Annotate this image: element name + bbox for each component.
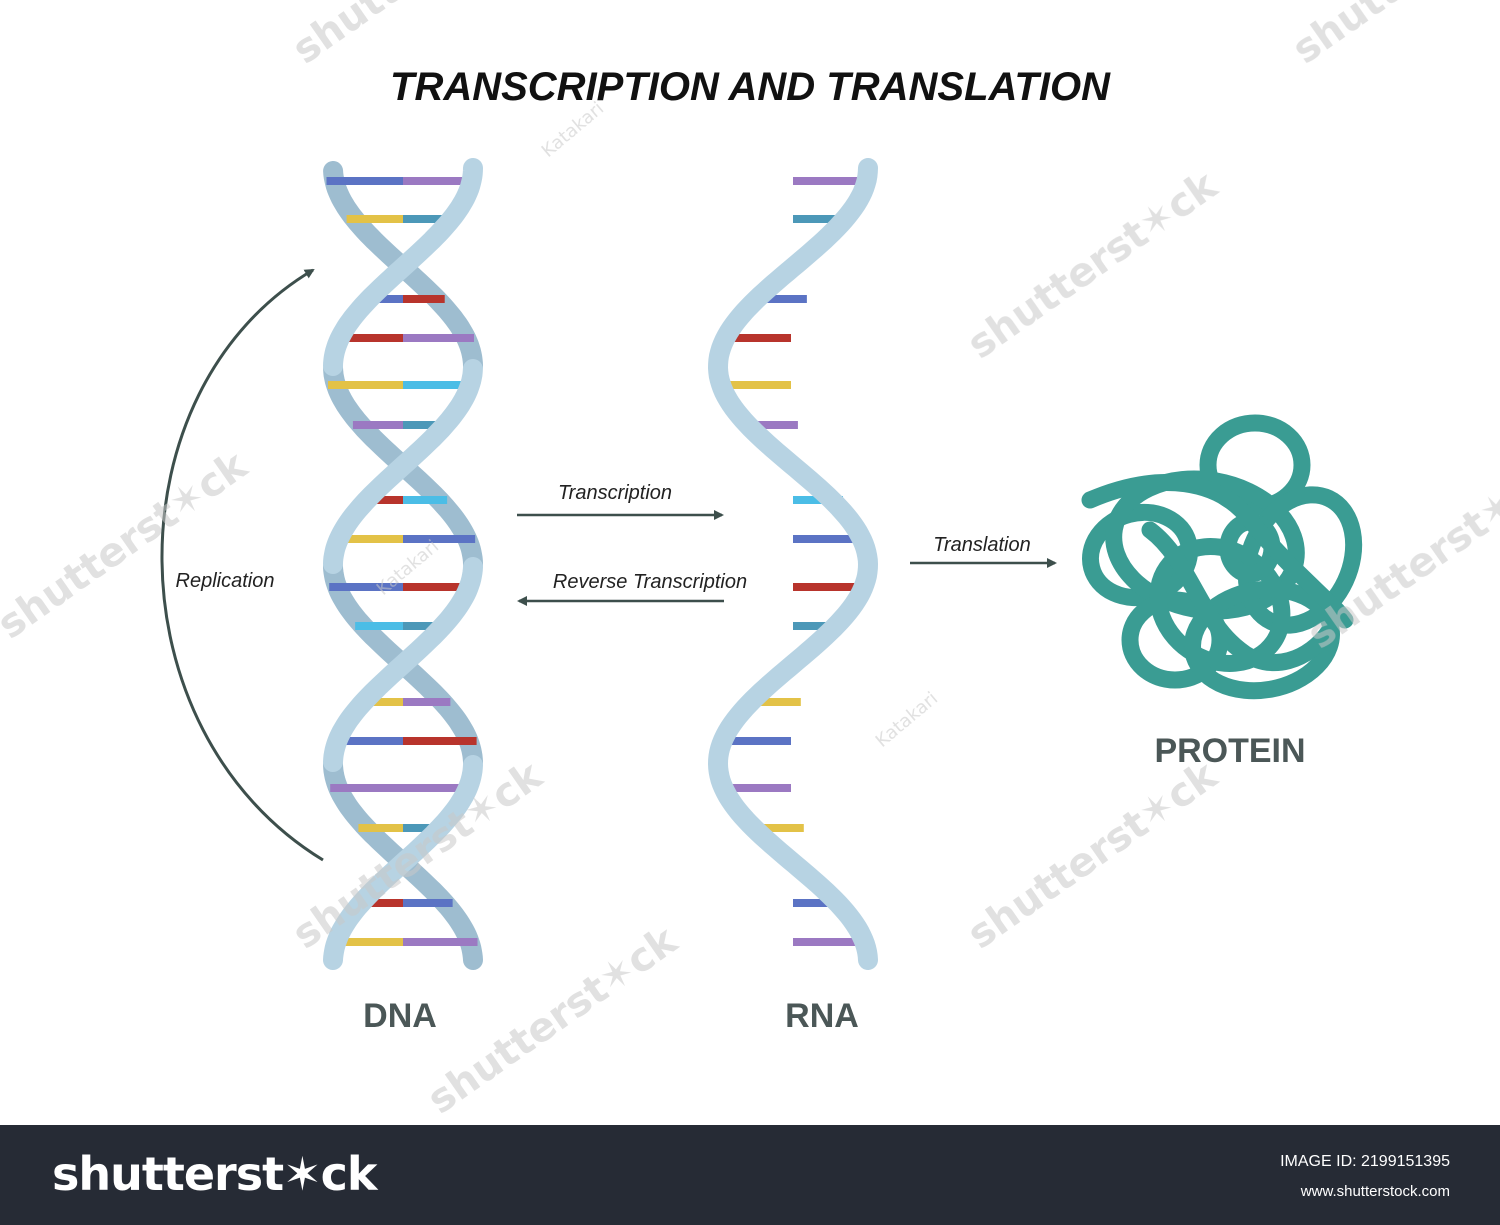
- rna-label: RNA: [785, 997, 859, 1035]
- rna-base: [750, 698, 801, 706]
- dna-base-right: [403, 421, 454, 429]
- dna-base-left: [353, 899, 403, 907]
- dna-base-right: [403, 295, 445, 303]
- watermark-brand: shutterst✶ck: [1299, 452, 1500, 658]
- diagram-canvas: TRANSCRIPTION AND TRANSLATION Replicatio…: [0, 0, 1500, 1123]
- rna-backbone-strand: [707, 158, 879, 970]
- dna-base-right: [403, 698, 451, 706]
- rna-bases: [721, 177, 867, 946]
- diagram-title: TRANSCRIPTION AND TRANSLATION: [390, 65, 1111, 109]
- dna-strand-front-segment: [323, 158, 483, 376]
- dna-base-left: [355, 698, 403, 706]
- dna-backbone-front: [323, 158, 483, 970]
- watermark-brand: shutterst✶ck: [284, 752, 551, 958]
- footer-bar: shutterst✶ck IMAGE ID: 2199151395 www.sh…: [0, 1125, 1500, 1225]
- rna-backbone: [707, 158, 879, 970]
- rna-base: [793, 177, 867, 185]
- replication-arrow: [160, 268, 324, 862]
- rna-base: [747, 421, 798, 429]
- dna-base-right: [403, 824, 448, 832]
- dna-strand-front-segment: [323, 359, 483, 574]
- dna-base-right: [403, 334, 474, 342]
- rna-base: [753, 824, 804, 832]
- watermark-author: Katakari: [872, 688, 942, 752]
- dna-base-right: [403, 899, 453, 907]
- dna-base-left: [330, 784, 403, 792]
- transcription-label: Transcription: [558, 482, 672, 504]
- dna-base-left: [352, 421, 403, 429]
- rna-base: [793, 535, 862, 543]
- replication-label: Replication: [176, 570, 275, 592]
- dna-base-left: [329, 737, 403, 745]
- dna-helix: [323, 158, 483, 970]
- dna-base-right: [403, 622, 451, 630]
- reverse-transcription-label: Reverse Transcription: [553, 571, 747, 593]
- dna-base-left: [355, 622, 403, 630]
- dna-base-left: [326, 177, 403, 185]
- dna-base-left: [330, 535, 403, 543]
- image-id: IMAGE ID: 2199151395: [1280, 1153, 1450, 1170]
- dna-base-right: [403, 938, 478, 946]
- rna-base: [756, 295, 807, 303]
- shutterstock-logo: shutterst✶ck: [52, 1147, 378, 1201]
- watermark-brand: shutterst✶ck: [419, 917, 686, 1123]
- dna-base-right: [403, 215, 460, 223]
- watermark-brand: shutterst✶ck: [0, 442, 257, 648]
- rna-base: [722, 737, 791, 745]
- dna-base-left: [332, 334, 403, 342]
- rna-base: [793, 215, 845, 223]
- dna-base-left: [327, 381, 403, 389]
- dna-label: DNA: [363, 997, 437, 1035]
- watermark-brand: shutterst✶ck: [1284, 0, 1500, 73]
- translation-label: Translation: [933, 534, 1030, 556]
- site-url: www.shutterstock.com: [1300, 1183, 1450, 1200]
- dna-base-right: [403, 381, 479, 389]
- rna-base: [793, 938, 865, 946]
- dna-base-left: [328, 938, 403, 946]
- rna-base: [723, 784, 791, 792]
- rna-base: [721, 381, 791, 389]
- dna-base-right: [403, 535, 476, 543]
- watermark-brand: shutterst✶ck: [959, 752, 1226, 958]
- rna-strand: [707, 158, 879, 970]
- rna-base: [725, 334, 791, 342]
- dna-base-right: [403, 496, 448, 504]
- dna-base-right: [403, 177, 480, 185]
- protein-label: PROTEIN: [1154, 732, 1305, 770]
- protein-molecule: [1081, 414, 1363, 700]
- dna-base-right: [403, 784, 476, 792]
- diagram: TRANSCRIPTION AND TRANSLATION Replicatio…: [0, 0, 1500, 1123]
- watermark-brand: shutterst✶ck: [284, 0, 551, 73]
- dna-strand-front-segment: [323, 557, 483, 772]
- rna-base: [793, 899, 843, 907]
- dna-base-left: [329, 583, 403, 591]
- dna-base-right: [403, 737, 477, 745]
- dna-base-right: [403, 583, 477, 591]
- watermark-brand: shutterst✶ck: [959, 162, 1226, 368]
- dna-base-left: [358, 824, 403, 832]
- dna-base-left: [358, 496, 403, 504]
- dna-base-left: [346, 215, 403, 223]
- rna-base: [793, 622, 843, 630]
- dna-strand-front-segment: [323, 755, 483, 970]
- rna-base: [793, 583, 864, 591]
